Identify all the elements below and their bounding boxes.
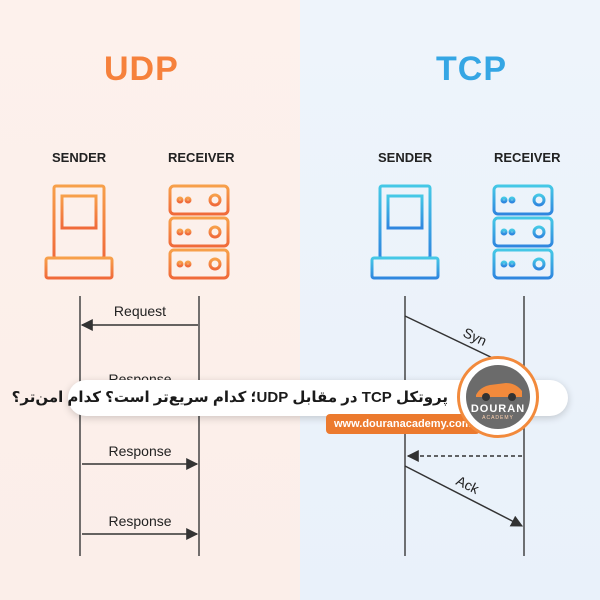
douran-academy-logo: DOURAN ACADEMY [457,356,539,438]
tcp-receiver-server-icon [492,184,554,280]
udp-sender-label: SENDER [52,150,107,165]
udp-title: UDP [104,50,179,88]
car-icon [476,383,522,401]
banner-title: پروتکل TCP در مقابل UDP؛ کدام سریع‌تر اس… [11,389,448,406]
udp-response-label-2: Response [108,443,171,459]
logo-badge: DOURAN ACADEMY [466,365,530,429]
tcp-receiver-label: RECEIVER [494,150,561,165]
udp-request-label: Request [114,303,166,319]
udp-sender-laptop-icon [44,184,114,280]
udp-receiver-label: RECEIVER [168,150,235,165]
udp-receiver-server-icon [168,184,230,280]
logo-word: DOURAN [470,403,526,415]
tcp-title: TCP [436,50,507,88]
logo-sub: ACADEMY [482,415,514,421]
tcp-sender-laptop-icon [370,184,440,280]
tcp-sender-label: SENDER [378,150,433,165]
udp-panel [0,0,300,600]
udp-response-label-3: Response [108,513,171,529]
tcp-panel [300,0,600,600]
website-url[interactable]: www.douranacademy.com [326,414,480,434]
tcp-ack-arrow [404,465,524,527]
